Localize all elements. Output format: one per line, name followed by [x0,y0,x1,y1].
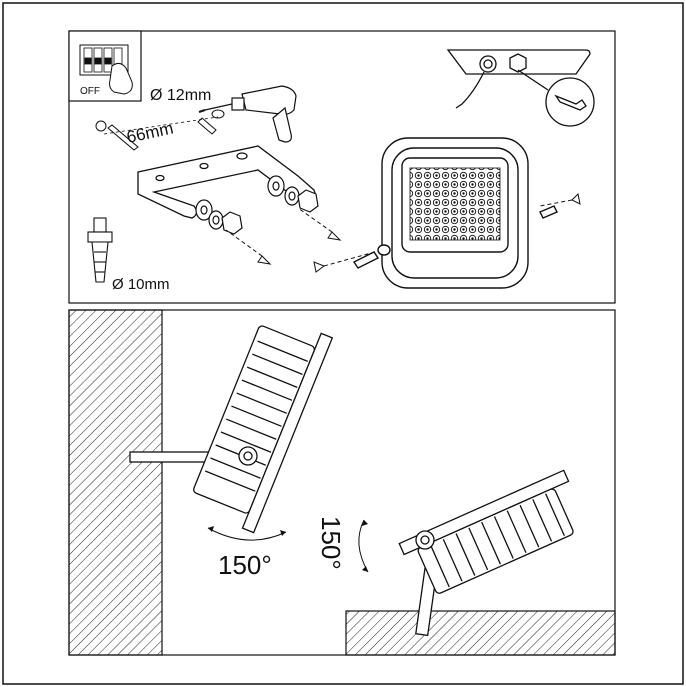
wall-plug-icon [95,109,225,151]
wall-mounted-floodlight [129,325,334,534]
hand-icon [109,62,133,95]
drill-icon [198,85,297,143]
wall-rotation-arrow [207,527,287,541]
assembly-arrows [225,192,581,273]
washer-nut-set [195,175,319,235]
ground-tilt-angle-label: 150° [316,516,346,570]
screw-right-icon [539,205,558,219]
anchor-bolt-icon [87,217,113,283]
mounting-bracket [137,145,316,219]
ground-hatch [345,610,616,656]
drill-diameter-label: Ø 12mm [150,87,211,104]
dimension-line [103,116,219,135]
breaker-switches-icon [83,47,123,73]
mounting-steps-panel: OFF [68,30,616,304]
mount-screw-icon [352,251,380,269]
ground-mounted-floodlight [398,469,574,637]
anchor-diameter-label: Ø 10mm [112,276,170,293]
floodlight-front [352,137,558,289]
wall-hatch [68,309,163,656]
tilt-angle-panel: 150° 150° [68,309,616,656]
wall-tilt-angle-label: 150° [218,550,272,580]
cable-gland-detail [446,49,595,127]
switch-off-label: OFF [80,86,100,97]
breaker-off-box: OFF [68,30,142,102]
